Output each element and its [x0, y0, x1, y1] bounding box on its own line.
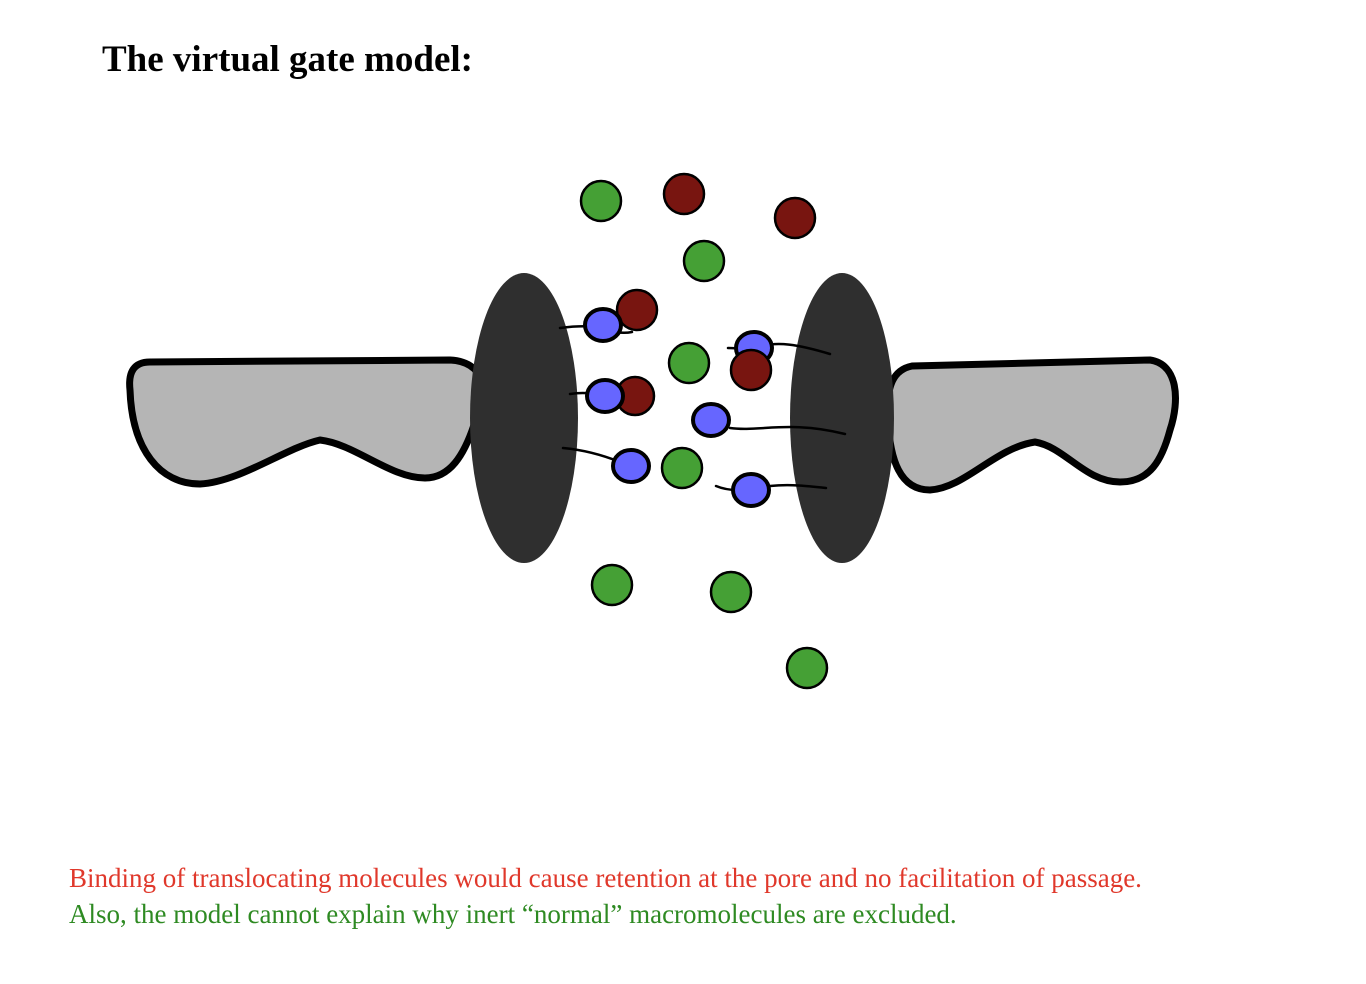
caption: Binding of translocating molecules would… — [69, 860, 1142, 932]
right-membrane — [884, 356, 1179, 494]
right-pore-wall — [790, 273, 894, 563]
inert-molecule — [660, 446, 704, 490]
nuclear-pore-diagram — [126, 172, 1179, 690]
cargo-molecule — [773, 196, 817, 240]
cargo-molecule — [615, 288, 659, 332]
cargo-molecule — [662, 172, 706, 216]
cargo-molecules — [614, 172, 817, 417]
left-membrane — [126, 356, 487, 488]
inert-molecule — [590, 563, 634, 607]
left-pore-wall — [470, 273, 578, 563]
inert-molecule — [709, 570, 753, 614]
receptor — [731, 472, 771, 508]
inert-molecule — [682, 239, 726, 283]
inert-molecule — [785, 646, 829, 690]
receptor — [611, 448, 651, 484]
inert-molecule — [579, 179, 623, 223]
inert-molecule — [667, 341, 711, 385]
receptor — [691, 402, 731, 438]
caption-line-binding: Binding of translocating molecules would… — [69, 863, 1142, 893]
caption-line-exclusion: Also, the model cannot explain why inert… — [69, 899, 957, 929]
receptor — [585, 378, 625, 414]
cargo-molecule — [729, 348, 773, 392]
slide-title: The virtual gate model: — [102, 39, 473, 80]
transport-receptors — [583, 307, 774, 508]
receptor — [583, 307, 623, 343]
inert-molecules — [579, 179, 829, 690]
